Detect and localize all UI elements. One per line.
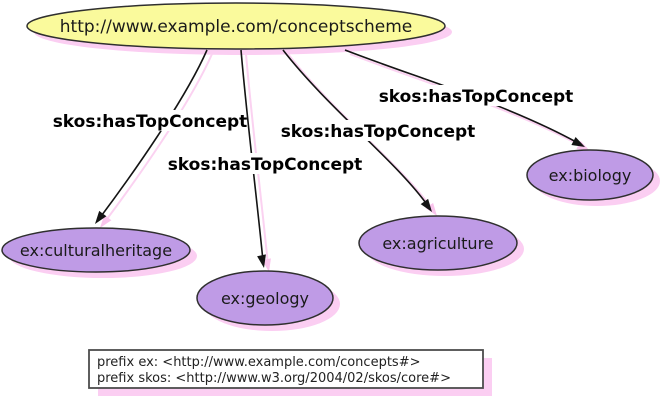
concept-node-label-geology: ex:geology bbox=[221, 289, 309, 308]
concept-node-ellipse-culturalheritage bbox=[1, 227, 191, 273]
concept-node-label-biology: ex:biology bbox=[549, 166, 632, 185]
edge-label-mask bbox=[54, 110, 246, 131]
edge-label-agriculture: skos:hasTopConcept bbox=[281, 122, 476, 142]
prefix-ex-line: prefix ex: <http://www.example.com/conce… bbox=[97, 355, 420, 370]
scheme-node-label: http://www.example.com/conceptscheme bbox=[60, 17, 412, 37]
scheme-node-ellipse bbox=[26, 2, 446, 50]
concept-node-label-agriculture: ex:agriculture bbox=[382, 234, 493, 253]
edge-shadow bbox=[103, 53, 213, 224]
edge-label-mask bbox=[282, 120, 474, 141]
edge-label-mask bbox=[380, 85, 572, 106]
prefix-skos-line: prefix skos: <http://www.w3.org/2004/02/… bbox=[97, 371, 451, 386]
edge-label-geology: skos:hasTopConcept bbox=[168, 155, 363, 175]
arrowhead-icon bbox=[257, 254, 266, 268]
edge-label-mask bbox=[169, 153, 361, 174]
edge-hastopconcept-culturalheritage bbox=[98, 49, 208, 220]
arrowhead-shadow bbox=[100, 214, 112, 228]
concept-node-ellipse-agriculture bbox=[358, 215, 518, 271]
arrowhead-icon bbox=[95, 210, 107, 224]
arrowhead-icon bbox=[420, 198, 432, 212]
arrowhead-icon bbox=[571, 137, 585, 147]
edge-label-biology: skos:hasTopConcept bbox=[379, 87, 574, 107]
concept-node-ellipse-geology bbox=[196, 270, 334, 326]
edge-label-culturalheritage: skos:hasTopConcept bbox=[53, 112, 248, 132]
prefix-legend-box bbox=[88, 349, 484, 389]
concept-node-ellipse-biology bbox=[526, 149, 654, 201]
concept-node-label-culturalheritage: ex:culturalheritage bbox=[20, 241, 172, 260]
